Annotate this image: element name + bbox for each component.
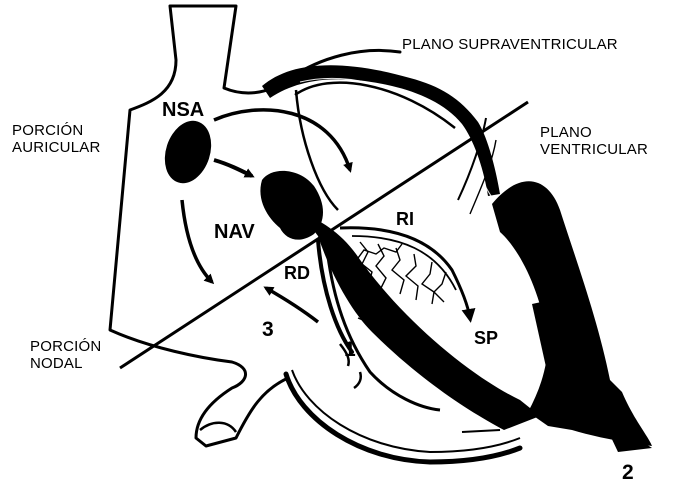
label-ri: RI: [396, 209, 414, 230]
label-porcion-auricular-line1: PORCIÓN: [12, 122, 100, 139]
label-nav: NAV: [214, 221, 255, 244]
label-porcion-nodal-line1: PORCIÓN: [30, 338, 101, 355]
marker-2: 2: [622, 461, 634, 485]
arrow-nsa-down: [182, 200, 212, 282]
marker-3: 3: [262, 318, 274, 342]
arrow-nsa-to-nav: [214, 160, 252, 176]
label-porcion-nodal: PORCIÓN NODAL: [30, 338, 101, 373]
label-porcion-auricular-line2: AURICULAR: [12, 139, 100, 156]
label-plano-supraventricular: PLANO SUPRAVENTRICULAR: [402, 36, 618, 53]
label-plano-ventricular-line2: VENTRICULAR: [540, 141, 648, 158]
label-sp: SP: [474, 328, 498, 349]
arrow-nsa-top: [214, 110, 350, 170]
label-porcion-auricular: PORCIÓN AURICULAR: [12, 122, 100, 157]
marker-1: 1: [344, 338, 356, 362]
vessel-opening: [200, 423, 236, 432]
nav-node: [260, 171, 323, 240]
label-plano-ventricular: PLANO VENTRICULAR: [540, 124, 648, 159]
arrow-3: [266, 288, 318, 322]
label-nsa: NSA: [162, 99, 204, 122]
nsa-node: [157, 115, 219, 189]
label-plano-ventricular-line1: PLANO: [540, 124, 648, 141]
label-rd: RD: [284, 263, 310, 284]
label-porcion-nodal-line2: NODAL: [30, 355, 101, 372]
